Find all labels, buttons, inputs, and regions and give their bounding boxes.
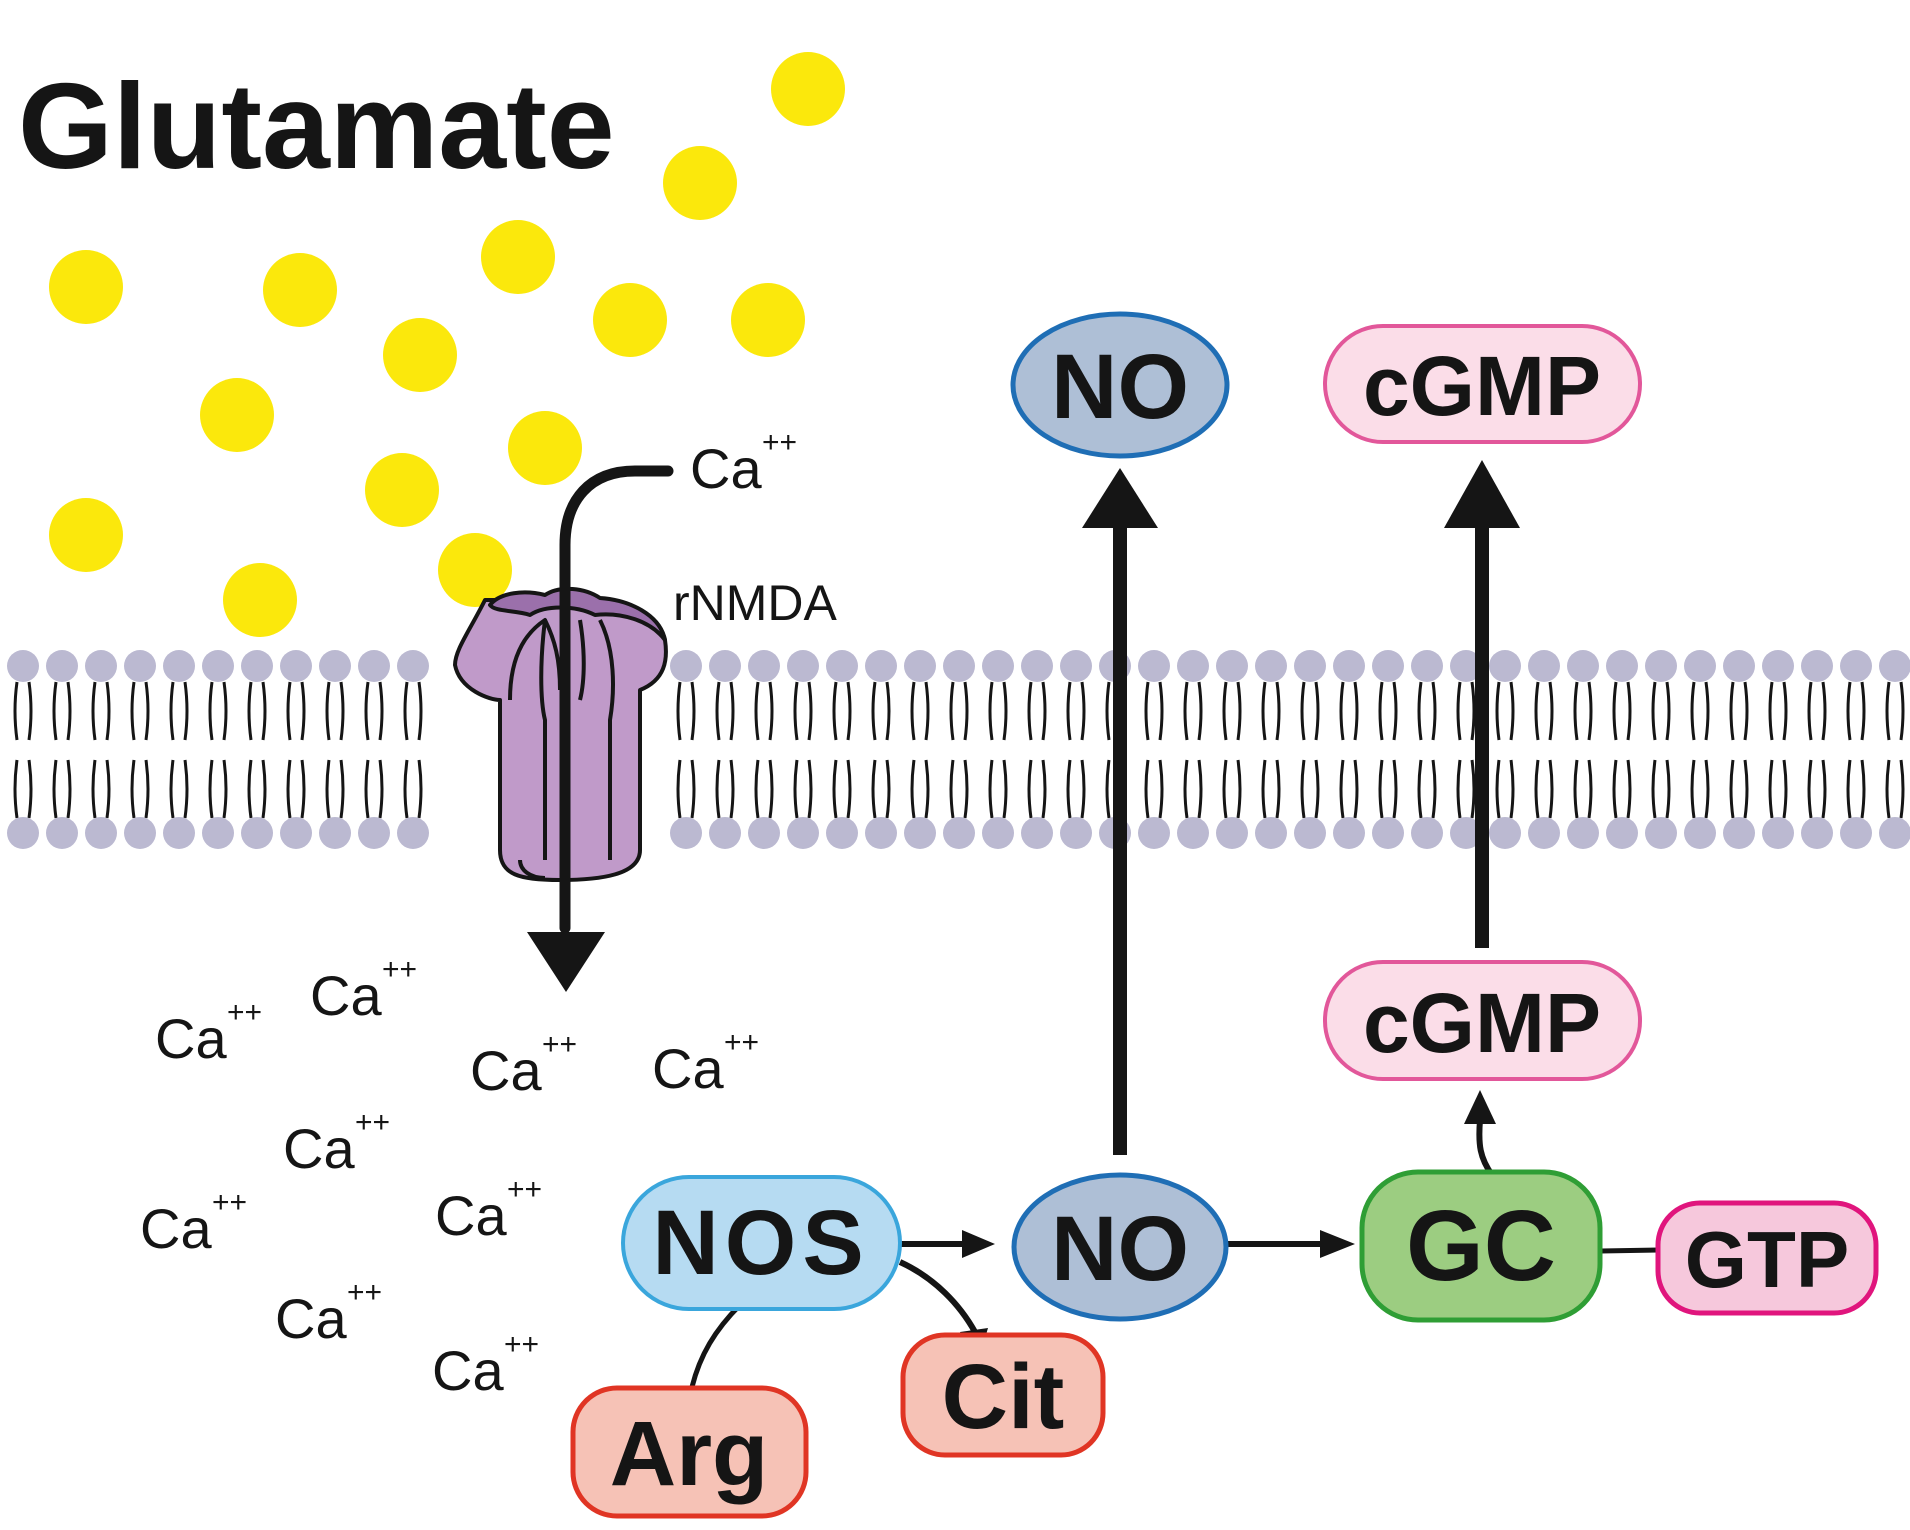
calcium-charge: ++: [542, 1028, 577, 1061]
glutamate-dot: [663, 146, 737, 220]
calcium-ion: Ca++: [283, 1106, 390, 1180]
receptor-label: rNMDA: [673, 575, 838, 631]
calcium-ion: Ca++: [470, 1028, 577, 1102]
glutamate-dot: [508, 411, 582, 485]
calcium-charge: ++: [507, 1173, 542, 1206]
calcium-influx-arrow: [527, 465, 674, 992]
node-cgmp-intracellular: cGMP: [1323, 960, 1642, 1081]
glutamate-dot: [438, 533, 512, 607]
glutamate-dot: [771, 52, 845, 126]
nos-label: NOS: [652, 1192, 869, 1294]
node-gc: GC: [1359, 1169, 1603, 1323]
no-intracellular-label: NO: [1051, 1198, 1189, 1300]
gc-label: GC: [1406, 1190, 1556, 1302]
node-no-intracellular: NO: [1011, 1172, 1229, 1322]
title-glutamate: Glutamate: [18, 58, 615, 194]
calcium-charge: ++: [504, 1328, 539, 1361]
calcium-symbol: Ca: [432, 1339, 504, 1402]
calcium-charge: ++: [382, 953, 417, 986]
calcium-symbol: Ca: [310, 964, 382, 1027]
calcium-ion: Ca++: [652, 1026, 759, 1100]
calcium-symbol: Ca: [652, 1037, 724, 1100]
glutamate-dot: [49, 250, 123, 324]
glutamate-molecules: [49, 52, 845, 637]
calcium-ion-extracellular: Ca ++: [690, 426, 797, 500]
calcium-symbol: Ca: [283, 1117, 355, 1180]
calcium-symbol: Ca: [155, 1007, 227, 1070]
calcium-ion: Ca++: [432, 1328, 539, 1402]
cgmp-extracellular-label: cGMP: [1363, 339, 1601, 433]
node-cit: Cit: [900, 1332, 1106, 1458]
calcium-ion: Ca++: [310, 953, 417, 1027]
calcium-charge: ++: [212, 1186, 247, 1219]
calcium-ions-intracellular: Ca++Ca++Ca++Ca++Ca++Ca++Ca++Ca++Ca++: [140, 953, 759, 1402]
calcium-symbol: Ca: [275, 1287, 347, 1350]
glutamate-dot: [365, 453, 439, 527]
glutamate-dot: [731, 283, 805, 357]
glutamate-dot: [223, 563, 297, 637]
calcium-symbol: Ca: [435, 1184, 507, 1247]
glutamate-dot: [481, 220, 555, 294]
no-extracellular-label: NO: [1051, 336, 1189, 438]
calcium-charge: ++: [227, 996, 262, 1029]
glutamate-dot: [200, 378, 274, 452]
pathway-connectors: [689, 520, 1661, 1388]
calcium-ion: Ca++: [435, 1173, 542, 1247]
calcium-ion: Ca++: [155, 996, 262, 1070]
calcium-symbol: Ca: [690, 437, 762, 500]
cit-label: Cit: [942, 1346, 1065, 1448]
pathway-arrowheads: [960, 460, 1520, 1362]
glutamate-dot: [263, 253, 337, 327]
node-gtp: GTP: [1655, 1200, 1879, 1316]
cgmp-intracellular-label: cGMP: [1363, 976, 1601, 1070]
node-arg: Arg: [570, 1385, 809, 1519]
node-cgmp-extracellular: cGMP: [1323, 324, 1642, 444]
calcium-symbol: Ca: [470, 1039, 542, 1102]
node-no-extracellular: NO: [1010, 311, 1230, 459]
calcium-charge: ++: [762, 426, 797, 459]
glutamate-dot: [383, 318, 457, 392]
lipid-bilayer-icon: [7, 650, 1910, 849]
calcium-charge: ++: [355, 1106, 390, 1139]
calcium-charge: ++: [347, 1276, 382, 1309]
calcium-ion: Ca++: [275, 1276, 382, 1350]
calcium-charge: ++: [724, 1026, 759, 1059]
calcium-symbol: Ca: [140, 1197, 212, 1260]
glutamate-dot: [49, 498, 123, 572]
gtp-label: GTP: [1685, 1215, 1849, 1304]
arg-label: Arg: [610, 1403, 768, 1505]
node-nos: NOS: [621, 1175, 902, 1311]
glutamate-dot: [593, 283, 667, 357]
calcium-ion: Ca++: [140, 1186, 247, 1260]
